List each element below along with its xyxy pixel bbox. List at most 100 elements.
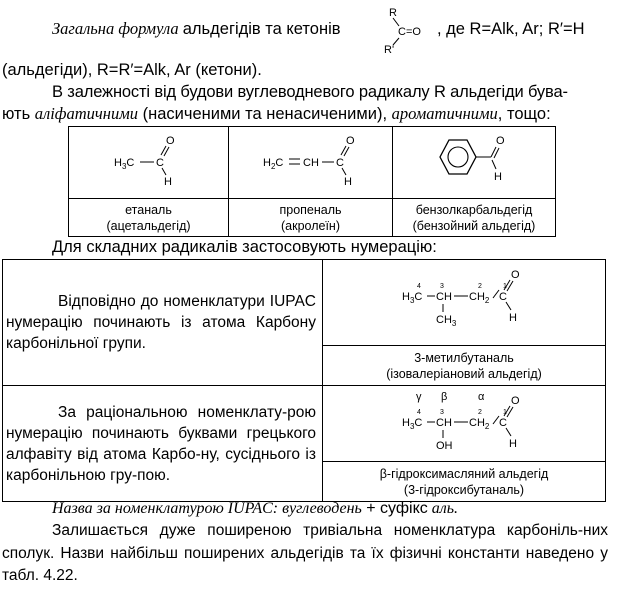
- beta: β: [441, 391, 447, 403]
- h3c: H3C: [402, 291, 422, 305]
- iupac-text: Відповідно до номенклатури IUPAC нумерац…: [6, 293, 316, 352]
- benzaldehyde-o: O: [496, 135, 505, 147]
- intro-line-1: Загальна формула альдегідів та кетонів: [52, 19, 341, 39]
- double-bond-2: [506, 406, 514, 418]
- numbering-table: Відповідно до номенклатури IUPAC нумерац…: [2, 259, 606, 502]
- intro-line-3: В залежності від будови вуглеводневого р…: [52, 83, 568, 101]
- alpha: α: [478, 391, 485, 403]
- oh: OH: [436, 440, 453, 452]
- bond: [492, 415, 500, 425]
- bond-h: [505, 427, 512, 437]
- formula-r-prime: R': [384, 44, 394, 54]
- ch: CH: [436, 291, 452, 303]
- isovaleric-aldehyde-name: (ізовалеріановий альдегід): [386, 366, 542, 381]
- locant-1: 1: [503, 409, 507, 416]
- h: H: [509, 438, 517, 450]
- rational-text: За раціональною номенклату-рою нумерацію…: [6, 403, 316, 484]
- ch3: CH3: [436, 314, 457, 328]
- double-bond-o-1: [490, 146, 497, 158]
- double-bond-1: [503, 279, 511, 291]
- ethanal-h3c: H3C: [114, 157, 134, 171]
- closing-text: Залишається дуже поширеною тривіальна но…: [2, 522, 608, 584]
- intro-line-4: ють аліфатичними (насиченими та ненасиче…: [2, 104, 551, 124]
- text-yut: ють: [2, 105, 31, 123]
- double-bond-o-1: [340, 145, 347, 156]
- ethanal-alt-name: (ацетальдегід): [106, 218, 191, 233]
- intro-line-1-tail: , де R=Alk, Ar; R′=H: [437, 20, 585, 38]
- ethanal-o: O: [166, 135, 175, 147]
- propenal-name-cell: пропеналь (акролеїн): [228, 198, 393, 237]
- saturated-text: (насиченими та ненасиченими),: [142, 105, 388, 123]
- carbonyl-general-formula: R C=O R': [384, 7, 421, 54]
- methylbutanal-structure: 4 3 2 1 H3C CH CH2 C O H CH3: [402, 269, 520, 328]
- double-bond-1: [503, 405, 511, 417]
- iupac-rule: Назва за номенклатурою IUPAC: вуглеводен…: [52, 499, 458, 519]
- h3c: H3C: [402, 417, 422, 431]
- ch2: CH2: [469, 291, 490, 305]
- propenal-name: пропеналь: [279, 202, 342, 217]
- ethanal-h: H: [164, 176, 172, 188]
- benzaldehyde-h: H: [494, 171, 502, 183]
- ethanal-name-cell: етаналь (ацетальдегід): [68, 198, 229, 237]
- double-bond-o-2: [493, 147, 500, 159]
- propenal-formula-cell: H2C CH C O H: [228, 126, 393, 199]
- bond: [492, 289, 500, 299]
- ch2: CH2: [469, 417, 490, 431]
- rule-italic: Назва за номенклатурою IUPAC: вуглеводен…: [52, 500, 362, 517]
- ethanal-c: C: [156, 157, 164, 169]
- bond-h: [505, 301, 512, 311]
- locant-3: 3: [440, 283, 444, 290]
- propenal-o: O: [346, 135, 355, 147]
- hydroxybutanal-name: (3-гідроксибутаналь): [403, 482, 525, 497]
- rational-row-2: β-гідроксимасляний альдегід (3-гідроксиб…: [3, 461, 606, 502]
- rational-text-cell: За раціональною номенклату-рою нумерацію…: [2, 385, 323, 502]
- rational-row-1: За раціональною номенклату-рою нумерацію…: [2, 385, 606, 502]
- names-row: етаналь (ацетальдегід) пропеналь (акроле…: [68, 198, 556, 237]
- rule-plus: +: [361, 500, 381, 517]
- ch: CH: [436, 417, 452, 429]
- bond-r-prime: [392, 37, 400, 46]
- locant-3: 3: [440, 409, 444, 416]
- formula-row: H3C C O H H2C CH C O H: [68, 126, 556, 199]
- bond-h: [341, 167, 347, 176]
- iupac-text-cell: Відповідно до номенклатури IUPAC нумерац…: [2, 259, 323, 386]
- formula-r: R: [389, 7, 397, 19]
- iupac-name-cell: 3-метилбутаналь (ізовалеріановий альдегі…: [322, 345, 606, 386]
- rule-suffix: суфікс: [380, 500, 428, 517]
- propenal-h: H: [344, 176, 352, 188]
- double-bond-2: [163, 146, 170, 157]
- h: H: [509, 312, 517, 324]
- locant-1: 1: [503, 283, 507, 290]
- rational-name-cell: β-гідроксимасляний альдегід (3-гідроксиб…: [322, 461, 606, 502]
- ethanal-structure: H3C C O H: [114, 135, 175, 188]
- o: O: [511, 395, 520, 407]
- benzene-ring: [439, 139, 477, 175]
- benzaldehyde-alt-name: (бензойний альдегід): [412, 218, 536, 233]
- general-formula-label: Загальна формула: [52, 19, 179, 38]
- c: C: [499, 417, 507, 429]
- methylbutanal-name: 3-метилбутаналь: [414, 350, 514, 365]
- ethanal-name: етаналь: [125, 202, 172, 217]
- gamma: γ: [416, 391, 422, 403]
- double-bond-1: [160, 145, 167, 156]
- propenal-ch: CH: [303, 157, 319, 169]
- bond-h: [161, 167, 167, 176]
- numbering-intro: Для складних радикалів застосовують нуме…: [52, 238, 437, 256]
- rule-suffix-al: аль.: [427, 500, 459, 517]
- locant-4: 4: [417, 409, 421, 416]
- bond-h: [491, 159, 497, 170]
- propenal-structure: H2C CH C O H: [263, 135, 355, 188]
- aliphatic-label: аліфатичними: [34, 104, 139, 123]
- aldehydes-ketones-text: альдегідів та кетонів: [182, 20, 341, 38]
- benzaldehyde-name: бензолкарбальдегід: [415, 202, 533, 217]
- hydroxybutanal-structure: γ β α 4 3 2 1 H3C CH CH2 C O H OH: [402, 391, 520, 452]
- locant-2: 2: [478, 409, 482, 416]
- o: O: [511, 269, 520, 281]
- intro-line-2: (альдегіди), R=R′=Alk, Ar (кетони).: [2, 61, 262, 79]
- aromatic-circle: [447, 146, 469, 168]
- iupac-row-1: Відповідно до номенклатури IUPAC нумерац…: [2, 259, 606, 386]
- formula-c-eq-o: C=O: [398, 26, 421, 38]
- double-bond-o-2: [343, 146, 350, 157]
- locant-4: 4: [417, 283, 421, 290]
- propenal-c: C: [336, 157, 344, 169]
